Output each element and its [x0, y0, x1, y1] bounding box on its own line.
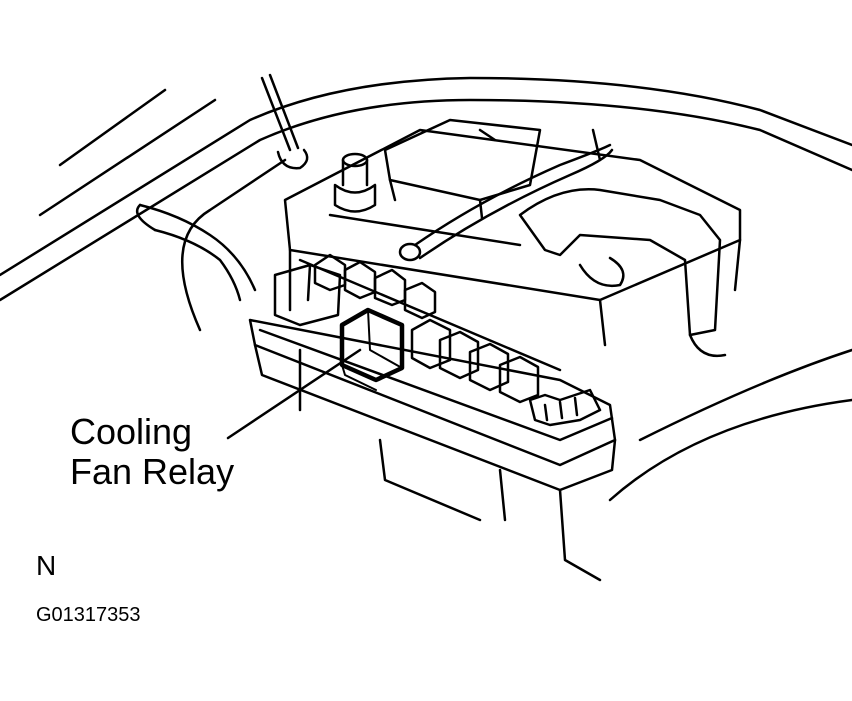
fuse-row [313, 253, 540, 404]
fender-right [608, 348, 852, 502]
view-letter: N [36, 550, 57, 581]
callout-line-2: Fan Relay [70, 451, 235, 492]
hood-prop-rod [260, 73, 309, 170]
fuse-relay-block [248, 258, 617, 582]
radiator-hose [135, 203, 257, 302]
callout-leader-line [226, 348, 362, 440]
figure-id: G01317353 [36, 604, 141, 626]
cooling-fan-relay [339, 307, 405, 391]
battery-terminal [333, 152, 377, 213]
hood-outline [0, 76, 852, 332]
battery-cable [398, 128, 727, 358]
cooling-fan-relay-label: Cooling Fan Relay [70, 412, 234, 492]
battery [283, 118, 742, 347]
callout-line-1: Cooling [70, 411, 193, 452]
